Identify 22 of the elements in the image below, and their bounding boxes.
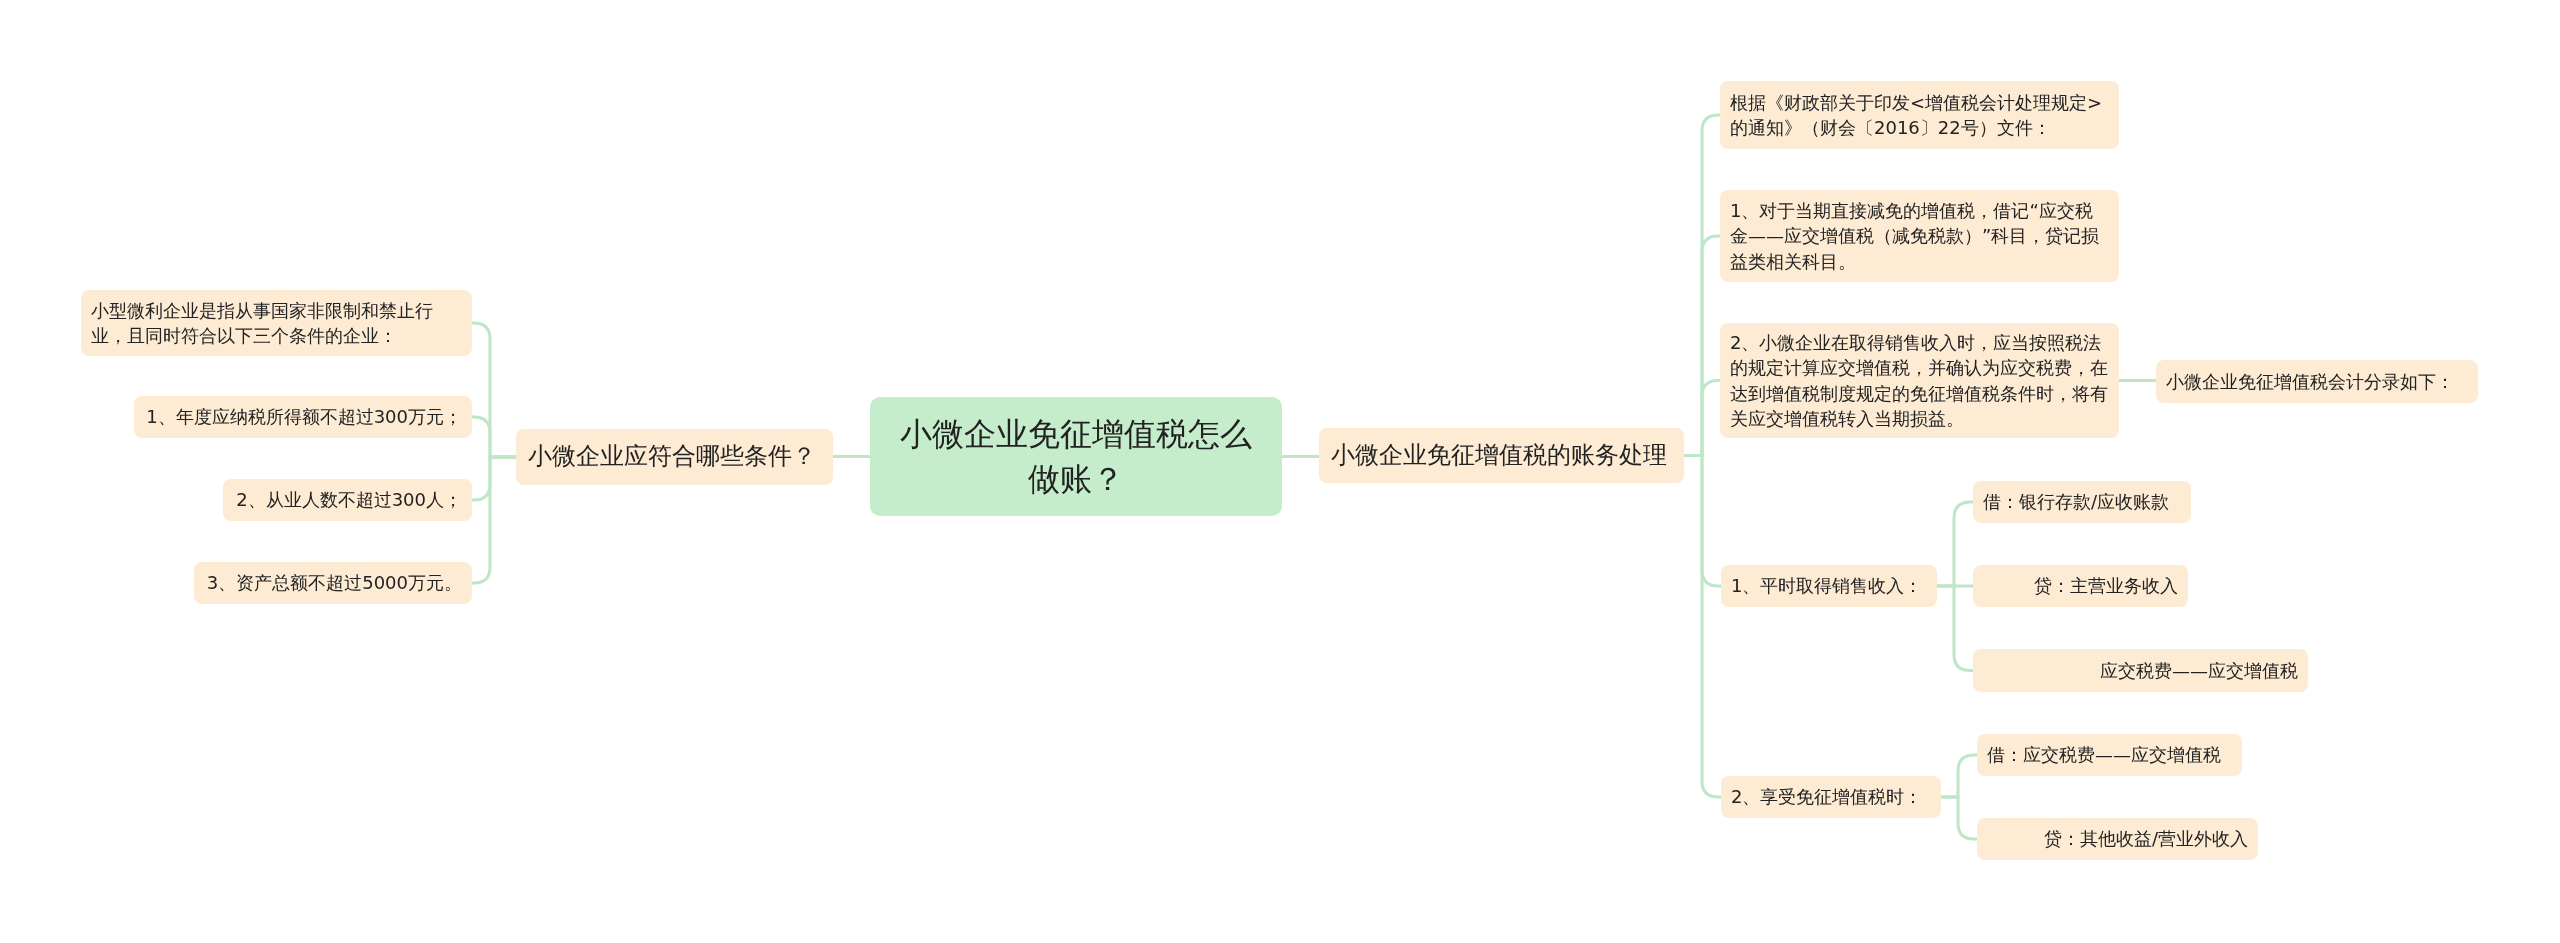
subtopic: 借：银行存款/应收账款 <box>1973 481 2191 523</box>
subtopic: 1、对于当期直接减免的增值税，借记“应交税金——应交增值税（减免税款）”科目，贷记损益类相关科目。 <box>1720 190 2119 282</box>
subtopic: 借：应交税费——应交增值税 <box>1977 734 2242 776</box>
subtopic: 1、年度应纳税所得额不超过300万元； <box>134 396 472 438</box>
subtopic: 根据《财政部关于印发<增值税会计处理规定>的通知》（财会〔2016〕22号）文件： <box>1720 81 2119 149</box>
subtopic: 2、小微企业在取得销售收入时，应当按照税法的规定计算应交增值税，并确认为应交税费，在达到增值税制度规定的免征增值税条件时，将有关应交增值税转入当期损益。 <box>1720 323 2119 438</box>
connector <box>1941 795 1977 841</box>
subtopic: 2、享受免征增值税时： <box>1721 776 1941 818</box>
subtopic: 1、平时取得销售收入： <box>1721 565 1937 607</box>
connector <box>2119 379 2156 382</box>
subtopic: 贷：主营业务收入 <box>1973 565 2188 607</box>
subtopic: 小微企业免征增值税会计分录如下： <box>2156 360 2478 403</box>
subtopic: 2、从业人数不超过300人； <box>223 479 472 521</box>
branch-topic: 小微企业应符合哪些条件？ <box>516 429 833 485</box>
central-topic: 小微企业免征增值税怎么做账？ <box>870 397 1282 516</box>
connector <box>833 455 870 458</box>
subtopic: 贷：其他收益/营业外收入 <box>1977 818 2258 860</box>
subtopic: 3、资产总额不超过5000万元。 <box>194 562 472 604</box>
branch-topic: 小微企业免征增值税的账务处理 <box>1319 428 1684 483</box>
subtopic: 小型微利企业是指从事国家非限制和禁止行业，且同时符合以下三个条件的企业： <box>81 290 472 356</box>
connector <box>1282 455 1319 458</box>
subtopic: 应交税费——应交增值税 <box>1973 649 2308 692</box>
